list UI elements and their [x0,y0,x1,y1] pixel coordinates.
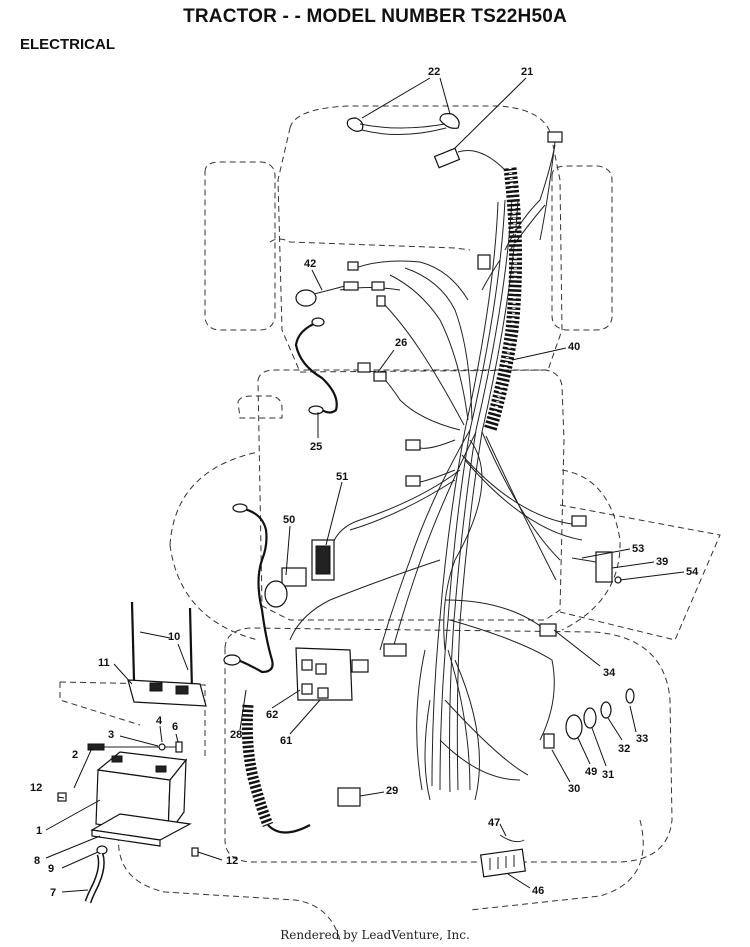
callout-12-bottom: 12 [226,855,238,867]
callout-12-top: 12 [30,782,42,794]
callout-53: 53 [632,543,644,555]
parts [57,113,635,904]
callout-7: 7 [50,887,56,899]
callout-10: 10 [168,631,180,643]
callout-22: 22 [428,66,440,78]
callout-49: 49 [585,766,597,778]
callout-28: 28 [230,729,242,741]
callout-26: 26 [395,337,407,349]
callout-21: 21 [521,66,533,78]
callout-25: 25 [310,441,322,453]
ground-cable [294,320,338,414]
callout-4: 4 [156,715,163,727]
tractor-outline [59,105,721,941]
footer-credit: Rendered by LeadVenture, Inc. [280,928,470,942]
callout-1: 1 [36,825,42,837]
page-title: TRACTOR - - MODEL NUMBER TS22H50A [183,6,567,27]
callout-39: 39 [656,556,668,568]
callout-9: 9 [48,863,54,875]
wiring-harness [289,144,583,801]
harness-sleeve [241,167,523,828]
leader-lines [45,77,685,893]
callout-29: 29 [386,785,398,797]
callout-54: 54 [686,566,699,578]
callout-50: 50 [283,514,295,526]
callout-30: 30 [568,783,580,795]
callout-6: 6 [172,721,178,733]
callout-51: 51 [336,471,348,483]
callout-62: 62 [266,709,278,721]
callout-32: 32 [618,743,630,755]
starter-cable [267,824,311,834]
callout-47: 47 [488,817,500,829]
callout-2: 2 [72,749,78,761]
callout-61: 61 [280,735,292,747]
callout-8: 8 [34,855,40,867]
callout-labels: 22 21 42 26 40 25 51 50 53 39 54 10 11 3… [30,66,699,899]
battery-cable [237,506,274,674]
section-heading: ELECTRICAL [20,36,115,53]
callout-11: 11 [98,657,110,669]
callout-31: 31 [602,769,614,781]
callout-34: 34 [603,667,616,679]
callout-40: 40 [568,341,580,353]
callout-46: 46 [532,885,544,897]
callout-42: 42 [304,258,316,270]
callout-3: 3 [108,729,114,741]
callout-33: 33 [636,733,648,745]
